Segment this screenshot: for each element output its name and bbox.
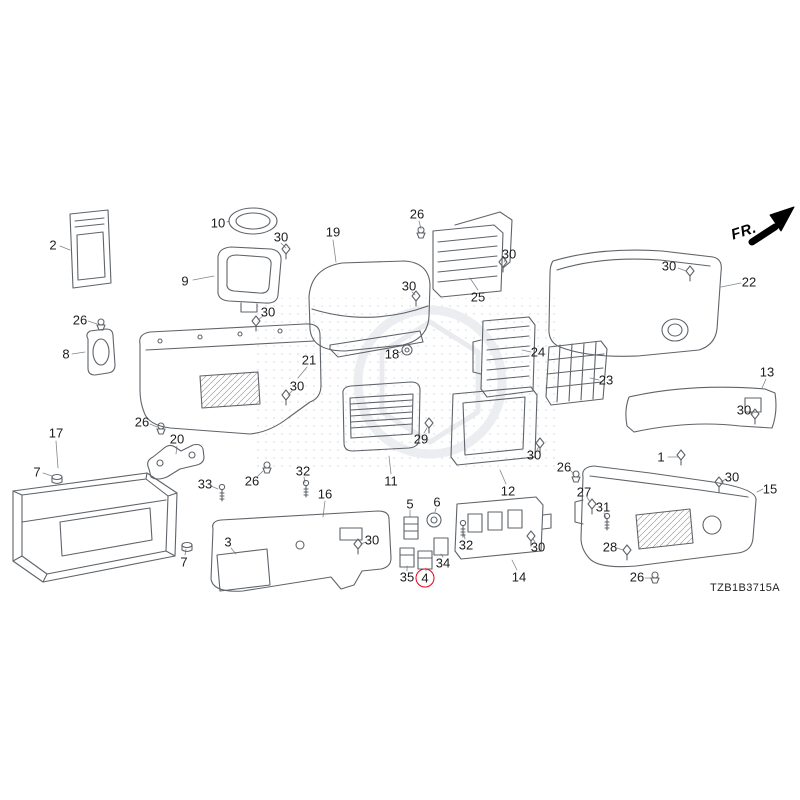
- part-label-30[interactable]: 30: [401, 278, 417, 294]
- part-18-art: [401, 344, 413, 356]
- part-label-30[interactable]: 30: [364, 532, 380, 548]
- dart-clip-icon: [353, 538, 363, 555]
- part-label-4-selected[interactable]: 4: [415, 568, 435, 588]
- part-label-30[interactable]: 30: [273, 229, 289, 245]
- push-clip-icon: [156, 422, 166, 435]
- part-label-33[interactable]: 33: [197, 476, 213, 492]
- part-label-9[interactable]: 9: [181, 273, 189, 289]
- part-label-32[interactable]: 32: [458, 537, 474, 553]
- part-11-art: [342, 381, 421, 452]
- part-label-10[interactable]: 10: [210, 215, 226, 231]
- part-label-11[interactable]: 11: [384, 473, 398, 489]
- part-label-30[interactable]: 30: [661, 258, 677, 274]
- part-label-26[interactable]: 26: [244, 473, 260, 489]
- part-label-30[interactable]: 30: [736, 402, 752, 418]
- part-label-24[interactable]: 24: [530, 344, 546, 360]
- watermark: [253, 298, 558, 470]
- fr-arrow-icon: [748, 206, 795, 246]
- part-label-1[interactable]: 1: [657, 449, 665, 465]
- part-label-25[interactable]: 25: [470, 289, 486, 305]
- part-label-15[interactable]: 15: [762, 481, 778, 497]
- part-label-28[interactable]: 28: [602, 539, 618, 555]
- part-label-7[interactable]: 7: [33, 464, 41, 480]
- part-5-art: [403, 516, 419, 540]
- part-label-13[interactable]: 13: [759, 364, 775, 380]
- part-label-23[interactable]: 23: [598, 372, 614, 388]
- part-14-art: [454, 496, 552, 560]
- part-10-art: [228, 207, 278, 235]
- part-label-30[interactable]: 30: [530, 539, 546, 555]
- part-22-art: [548, 249, 722, 357]
- dart-clip-icon: [676, 449, 686, 466]
- part-label-3[interactable]: 3: [224, 534, 232, 550]
- part-label-34[interactable]: 34: [435, 555, 451, 571]
- part-label-30[interactable]: 30: [526, 447, 542, 463]
- part-24-art: [472, 316, 536, 398]
- part-23-art: [545, 340, 608, 406]
- part-25-art: [432, 211, 513, 298]
- part-label-21[interactable]: 21: [301, 352, 317, 368]
- part-label-26[interactable]: 26: [409, 206, 425, 222]
- part-label-30[interactable]: 30: [289, 378, 305, 394]
- diagram-code: TZB1B3715A: [710, 582, 781, 594]
- part-35-art: [399, 547, 415, 568]
- part-4-art: [417, 550, 433, 570]
- part-label-19[interactable]: 19: [325, 224, 341, 240]
- dart-clip-icon: [685, 265, 695, 282]
- part-17-art: [12, 472, 178, 583]
- grommet-icon: [51, 473, 63, 485]
- part-9-art: [217, 246, 282, 313]
- screw-icon: [218, 483, 226, 502]
- part-21-art: [139, 323, 322, 435]
- part-label-29[interactable]: 29: [413, 431, 429, 447]
- part-3-art: [216, 548, 271, 592]
- push-clip-icon: [650, 571, 660, 584]
- part-label-31[interactable]: 31: [595, 499, 611, 515]
- part-19-art: [308, 260, 431, 358]
- part-20-art: [147, 443, 205, 480]
- part-label-35[interactable]: 35: [399, 569, 415, 585]
- part-label-22[interactable]: 22: [741, 274, 757, 290]
- part-12-art: [450, 386, 538, 466]
- part-8-art: [86, 328, 116, 376]
- grommet-icon: [181, 541, 193, 553]
- dart-clip-icon: [622, 544, 632, 561]
- part-label-6[interactable]: 6: [433, 494, 441, 510]
- part-2-art: [69, 209, 112, 289]
- part-label-5[interactable]: 5: [406, 496, 414, 512]
- part-label-26[interactable]: 26: [556, 459, 572, 475]
- part-label-2[interactable]: 2: [49, 237, 57, 253]
- part-label-26[interactable]: 26: [72, 312, 88, 328]
- screw-icon: [459, 519, 467, 538]
- part-label-16[interactable]: 16: [317, 486, 333, 502]
- push-clip-icon: [96, 318, 106, 331]
- part-label-12[interactable]: 12: [500, 483, 516, 499]
- part-15-art: [574, 465, 757, 568]
- part-label-17[interactable]: 17: [48, 425, 64, 441]
- part-label-27[interactable]: 27: [576, 484, 592, 500]
- part-label-26[interactable]: 26: [629, 569, 645, 585]
- screw-icon: [302, 479, 310, 498]
- part-label-30[interactable]: 30: [724, 469, 740, 485]
- part-label-14[interactable]: 14: [511, 569, 527, 585]
- part-6-art: [426, 512, 442, 528]
- part-13-art: [625, 386, 777, 433]
- part-label-7[interactable]: 7: [180, 554, 188, 570]
- part-label-30[interactable]: 30: [501, 246, 517, 262]
- dart-clip-icon: [281, 243, 291, 260]
- part-label-26[interactable]: 26: [134, 414, 150, 430]
- part-34-art: [433, 537, 449, 556]
- part-label-20[interactable]: 20: [169, 431, 185, 447]
- part-label-18[interactable]: 18: [384, 346, 400, 362]
- part-label-30[interactable]: 30: [260, 304, 276, 320]
- part-16-art: [210, 510, 392, 592]
- part-label-32[interactable]: 32: [295, 463, 311, 479]
- part-label-8[interactable]: 8: [62, 346, 70, 362]
